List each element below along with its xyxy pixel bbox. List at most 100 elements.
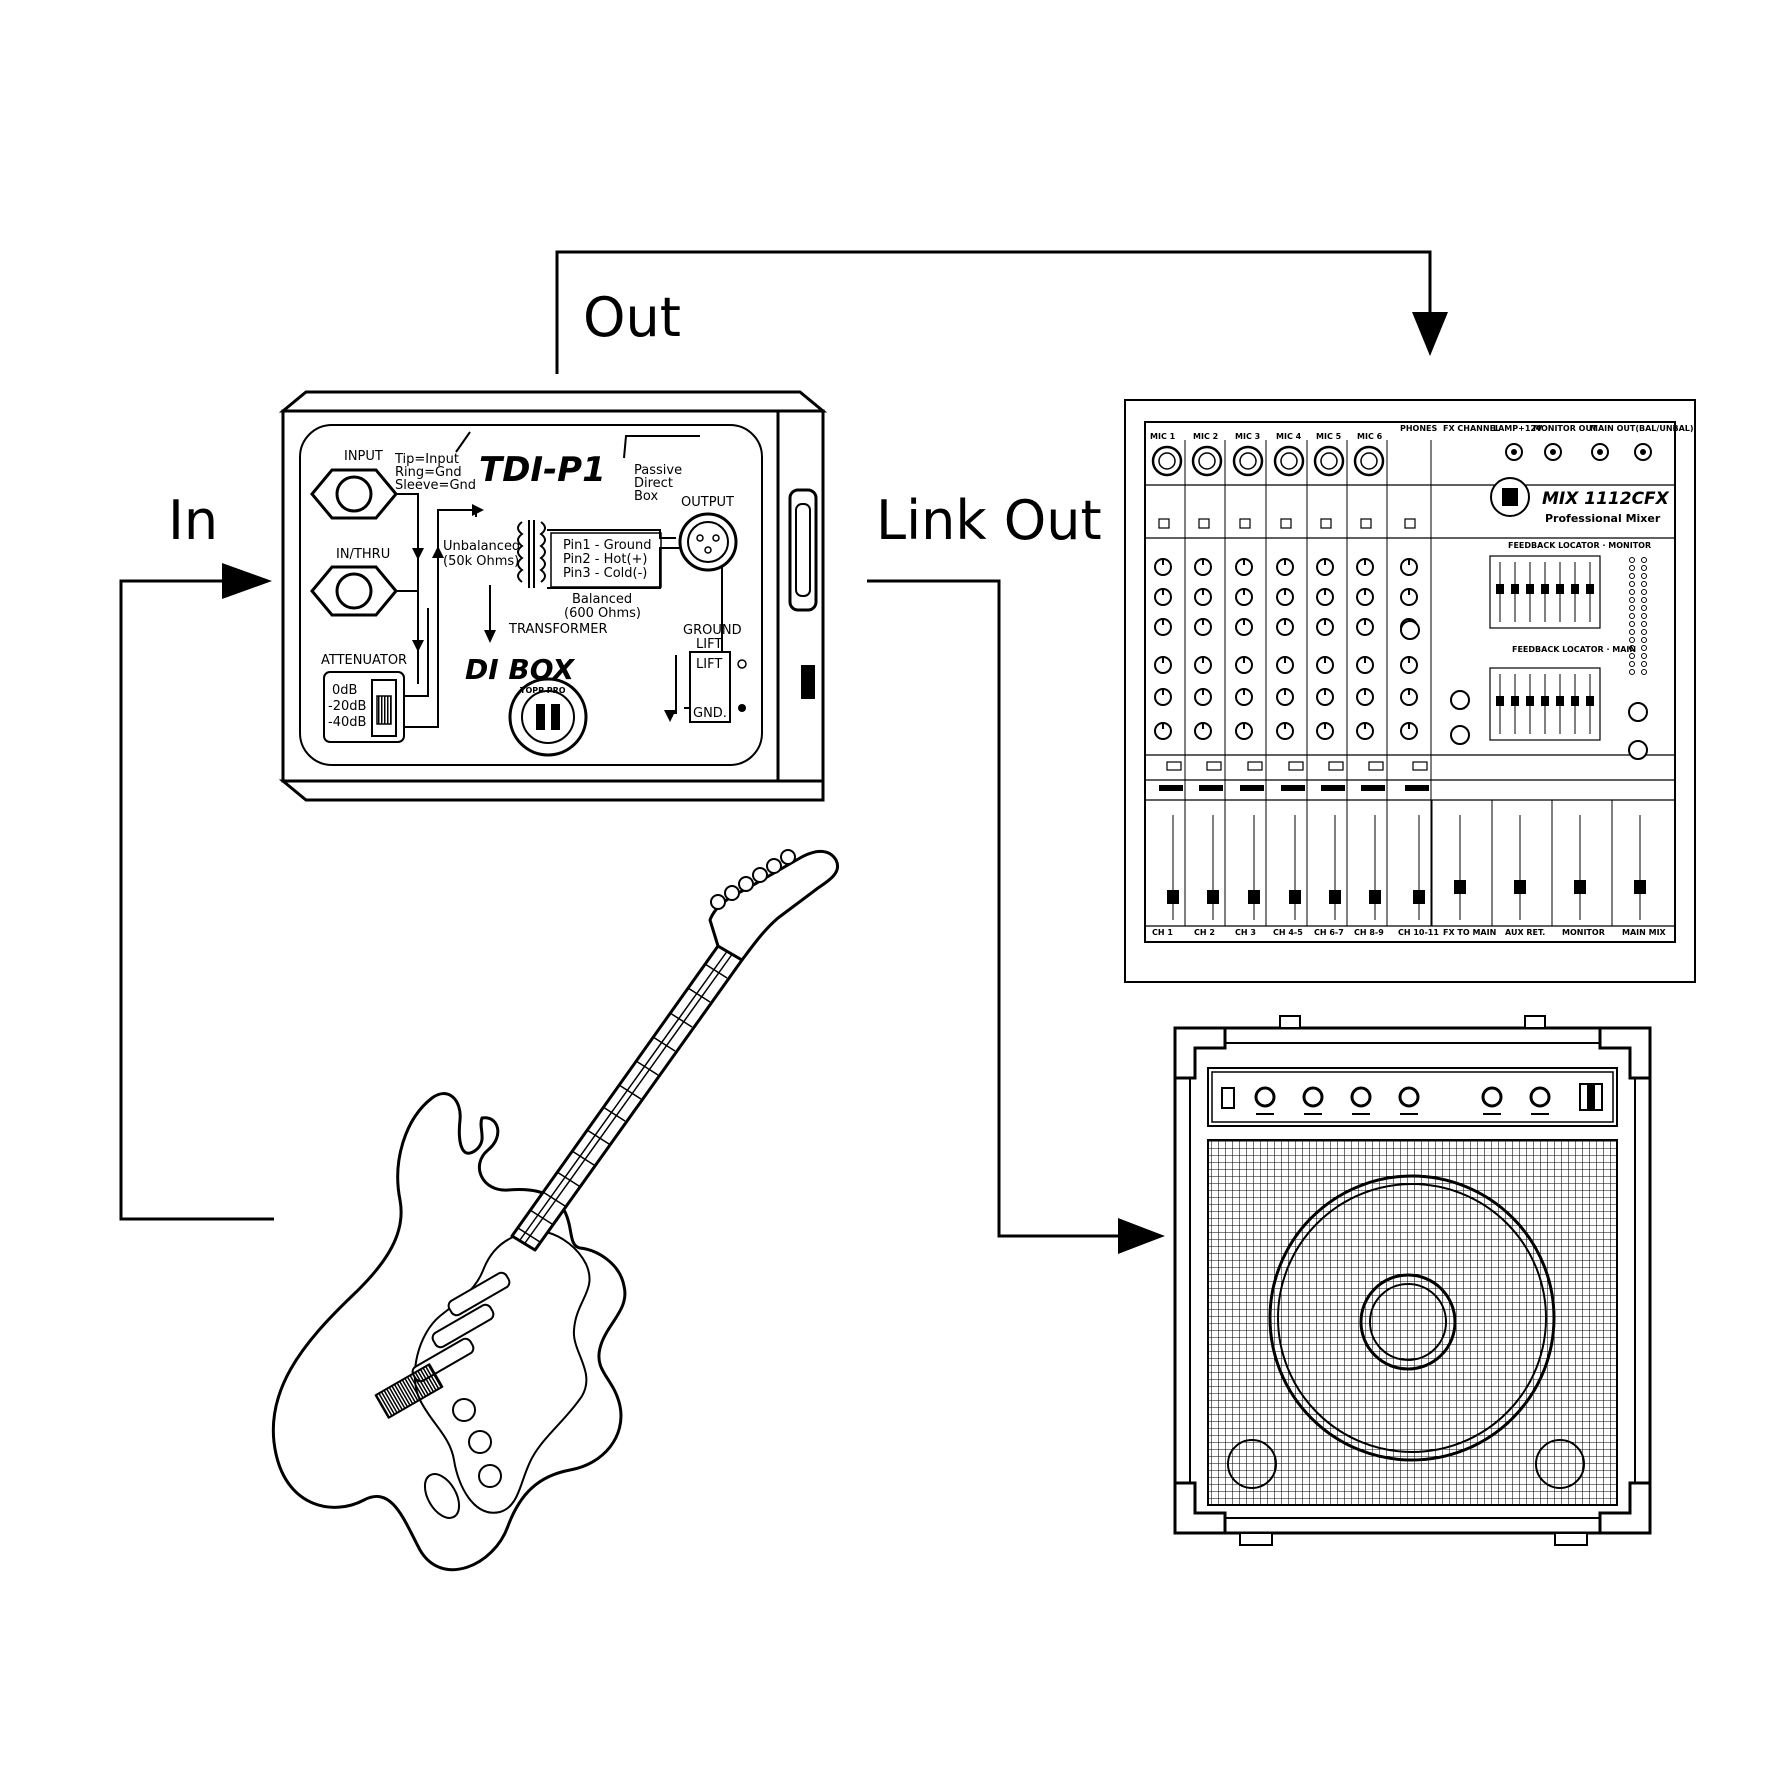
- meter-led: [1629, 605, 1635, 611]
- master-fader[interactable]: [1574, 880, 1586, 894]
- channel-button[interactable]: [1328, 761, 1344, 771]
- channel-button[interactable]: [1412, 761, 1428, 771]
- subtitle-line-3: Box: [634, 489, 658, 504]
- channel-fader[interactable]: [1369, 890, 1381, 904]
- eq-fader[interactable]: [1586, 584, 1594, 594]
- connection-lines: [119, 250, 1432, 1238]
- in-cable: [119, 579, 274, 1221]
- section-lamp: LAMP+12V: [1493, 424, 1543, 433]
- eq-fader[interactable]: [1541, 696, 1549, 706]
- di-box-top: [278, 390, 828, 413]
- channel-button[interactable]: [1206, 761, 1222, 771]
- output-jack-center[interactable]: [1597, 449, 1603, 455]
- eq-fader[interactable]: [1511, 696, 1519, 706]
- channel-fader[interactable]: [1413, 890, 1425, 904]
- channel-button[interactable]: [1239, 518, 1251, 529]
- attenuator-option-40db: -40dB: [328, 715, 366, 730]
- eq-fader[interactable]: [1571, 696, 1579, 706]
- meter-led: [1629, 621, 1635, 627]
- meter-led: [1641, 605, 1647, 611]
- meter-led: [1629, 645, 1635, 651]
- channel-fader[interactable]: [1289, 890, 1301, 904]
- section-feedback-monitor: FEEDBACK LOCATOR · MONITOR: [1508, 541, 1651, 550]
- channel-label-6: CH 8-9: [1354, 928, 1384, 937]
- eq-fader[interactable]: [1556, 584, 1564, 594]
- eq-fader[interactable]: [1496, 696, 1504, 706]
- guitar-jack: [423, 1473, 461, 1519]
- channel-button[interactable]: [1166, 761, 1182, 771]
- master-fader[interactable]: [1514, 880, 1526, 894]
- channel-solo-bar: [1321, 785, 1345, 791]
- channel-button[interactable]: [1360, 518, 1372, 529]
- master-fader[interactable]: [1454, 880, 1466, 894]
- mic-label-2: MIC 2: [1193, 432, 1218, 441]
- master-knob[interactable]: [1400, 620, 1420, 640]
- master-knob[interactable]: [1450, 690, 1470, 710]
- amp-input-jack[interactable]: [1221, 1087, 1235, 1109]
- ground-lift-switch[interactable]: LIFT GND.: [689, 651, 731, 723]
- master-knob[interactable]: [1628, 702, 1648, 722]
- di-box: INPUT Tip=Input Ring=Gnd Sleeve=Gnd IN/T…: [278, 390, 828, 802]
- output-jack-center[interactable]: [1550, 449, 1556, 455]
- master-fader[interactable]: [1634, 880, 1646, 894]
- eq-fader[interactable]: [1541, 584, 1549, 594]
- channel-button[interactable]: [1404, 518, 1416, 529]
- wiring-line-1: Tip=Input: [394, 452, 459, 467]
- channel-button[interactable]: [1320, 518, 1332, 529]
- link-out-cable: [867, 579, 1120, 1238]
- eq-fader[interactable]: [1571, 584, 1579, 594]
- input-jack[interactable]: [310, 468, 398, 520]
- guitar-knobs: [452, 1398, 502, 1488]
- channel-button[interactable]: [1158, 518, 1170, 529]
- unbalanced-line-2: (50k Ohms): [443, 554, 519, 569]
- master-knob[interactable]: [1628, 740, 1648, 760]
- channel-button[interactable]: [1288, 761, 1304, 771]
- eq-fader[interactable]: [1586, 696, 1594, 706]
- master-knob[interactable]: [1450, 725, 1470, 745]
- mic-xlr-jack-inner[interactable]: [1239, 452, 1257, 470]
- output-xlr-jack[interactable]: [678, 512, 738, 572]
- guitar-frets: [517, 949, 734, 1244]
- meter-led: [1629, 565, 1635, 571]
- mic-xlr-jack-inner[interactable]: [1158, 452, 1176, 470]
- mic-xlr-jack-inner[interactable]: [1280, 452, 1298, 470]
- gnd-led: [738, 704, 746, 712]
- channel-label-11: MAIN MIX: [1622, 928, 1667, 937]
- channel-button[interactable]: [1280, 518, 1292, 529]
- amp-knobs[interactable]: [1254, 1086, 1551, 1108]
- mixer: PHONES FX CHANNEL LAMP+12V MONITOR OUT M…: [1124, 399, 1696, 983]
- channel-label-5: CH 6-7: [1314, 928, 1344, 937]
- mixer-model: MIX 1112CFX: [1542, 489, 1670, 509]
- eq-fader[interactable]: [1556, 696, 1564, 706]
- output-jack-center[interactable]: [1511, 449, 1517, 455]
- guitar-tuners: [710, 849, 796, 910]
- attenuator-switch[interactable]: [371, 679, 397, 737]
- channel-button[interactable]: [1247, 761, 1263, 771]
- in-thru-jack[interactable]: [310, 565, 398, 617]
- channel-solo-bar: [1159, 785, 1183, 791]
- mic-xlr-jack-inner[interactable]: [1320, 452, 1338, 470]
- signal-path-arrows: [412, 504, 676, 722]
- eq-fader[interactable]: [1526, 584, 1534, 594]
- channel-fader[interactable]: [1329, 890, 1341, 904]
- meter-led: [1641, 557, 1647, 563]
- meter-led: [1641, 613, 1647, 619]
- channel-button[interactable]: [1368, 761, 1384, 771]
- eq-fader[interactable]: [1496, 584, 1504, 594]
- mic-label-5: MIC 5: [1316, 432, 1342, 441]
- mic-xlr-jack-inner[interactable]: [1360, 452, 1378, 470]
- channel-fader[interactable]: [1167, 890, 1179, 904]
- eq-fader[interactable]: [1511, 584, 1519, 594]
- channel-solo-bar: [1405, 785, 1429, 791]
- section-monitor-out: MONITOR OUT: [1533, 424, 1598, 433]
- meter-led: [1641, 637, 1647, 643]
- mic-xlr-jack-inner[interactable]: [1198, 452, 1216, 470]
- meter-led: [1641, 589, 1647, 595]
- channel-button[interactable]: [1198, 518, 1210, 529]
- output-jack-center[interactable]: [1640, 449, 1646, 455]
- side-xlr-connector: [788, 488, 818, 699]
- channel-fader[interactable]: [1248, 890, 1260, 904]
- eq-fader[interactable]: [1526, 696, 1534, 706]
- channel-fader[interactable]: [1207, 890, 1219, 904]
- meter-led: [1641, 645, 1647, 651]
